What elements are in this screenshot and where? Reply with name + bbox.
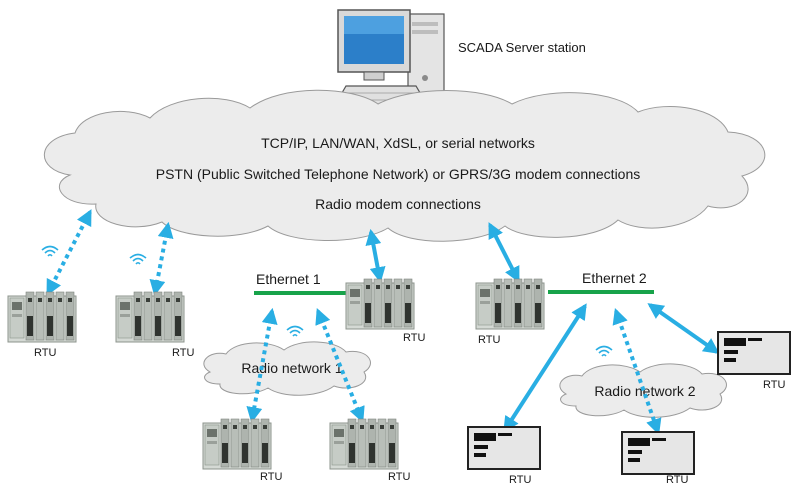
rtu-panel-icon (467, 426, 541, 470)
wifi-icon (129, 253, 147, 265)
rtu-label: RTU (763, 379, 785, 391)
ethernet-1-label: Ethernet 1 (256, 271, 321, 287)
rtu-label: RTU (478, 334, 500, 346)
rtu-panel-icon (621, 431, 695, 475)
rtu-panel-icon (717, 331, 791, 375)
rtu-label: RTU (666, 474, 688, 484)
rtu-label: RTU (34, 347, 56, 359)
cloud-line-3: Radio modem connections (315, 196, 481, 212)
wifi-icon (595, 345, 613, 357)
wifi-icon (286, 325, 304, 337)
rtu-label: RTU (509, 474, 531, 484)
wireless-link-radio1-right (315, 308, 365, 423)
radio-network-1-label: Radio network 1 (241, 360, 342, 376)
wifi-icon (41, 245, 59, 257)
wired-link-panel-bottom-left (503, 303, 587, 433)
wired-link-eth2 (488, 222, 520, 283)
rtu-device-icon (345, 278, 415, 330)
wired-link-panel-right (647, 303, 720, 354)
rtu-device-icon (475, 278, 545, 330)
wireless-link-radio1-left (246, 307, 278, 424)
rtu-label: RTU (260, 471, 282, 483)
cloud-line-2: PSTN (Public Switched Telephone Network)… (156, 166, 641, 182)
wan-cloud (43, 89, 766, 242)
rtu-device-icon (7, 291, 77, 343)
ethernet-2-label: Ethernet 2 (582, 270, 647, 286)
rtu-device-icon (202, 418, 272, 470)
server-label: SCADA Server station (458, 40, 586, 55)
cloud-line-1: TCP/IP, LAN/WAN, XdSL, or serial network… (261, 135, 535, 151)
wireless-link-radio2 (612, 307, 662, 436)
rtu-label: RTU (172, 347, 194, 359)
rtu-label: RTU (403, 332, 425, 344)
rtu-label: RTU (388, 471, 410, 483)
server-station-icon (330, 9, 445, 111)
wireless-link-left-2 (149, 221, 174, 297)
rtu-device-icon (115, 291, 185, 343)
wired-link-eth1 (365, 228, 386, 284)
rtu-device-icon (329, 418, 399, 470)
